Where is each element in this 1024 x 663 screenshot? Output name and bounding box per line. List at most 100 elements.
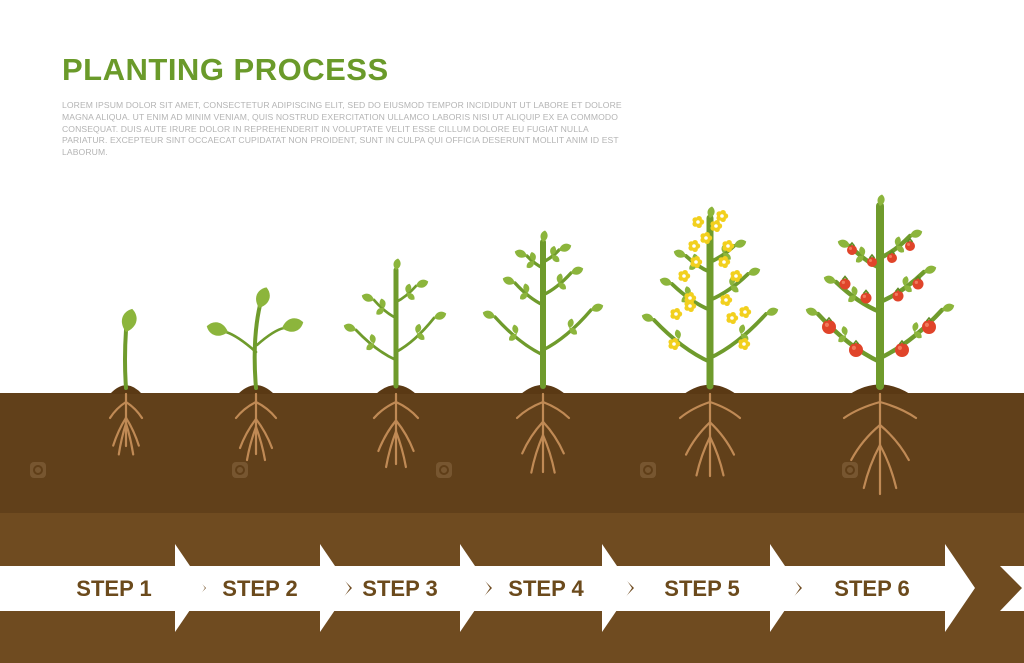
arrow-shape	[184, 544, 350, 632]
arrow-shape	[470, 544, 632, 632]
roots	[372, 392, 420, 469]
root	[684, 421, 712, 456]
flower	[692, 215, 705, 229]
watermark-logo-icon	[232, 462, 248, 478]
step-arrow-6: STEP 6	[780, 544, 975, 632]
leaf	[902, 276, 909, 286]
leaf	[482, 310, 495, 319]
flower	[718, 255, 731, 269]
soil-layer-top	[0, 393, 1024, 513]
plant-young-plant	[343, 258, 447, 469]
leaf	[924, 265, 937, 274]
step-arrow-4: STEP 4	[470, 544, 632, 632]
tomato	[895, 339, 909, 357]
leaf	[416, 333, 425, 340]
root	[124, 422, 135, 456]
root	[124, 400, 144, 420]
root	[245, 425, 258, 462]
tomato	[892, 287, 904, 302]
leaf	[942, 303, 955, 312]
flower	[738, 337, 751, 351]
root	[878, 400, 918, 420]
leaf	[659, 277, 672, 286]
leaf	[859, 246, 866, 256]
watermark-logo-icon	[436, 462, 452, 478]
tomato	[905, 237, 915, 251]
roots	[842, 392, 918, 496]
leaf	[526, 261, 535, 269]
tomato	[922, 316, 936, 334]
flower	[678, 269, 691, 283]
leaf	[556, 273, 563, 283]
flower	[668, 337, 681, 351]
step-label: STEP 2	[222, 576, 297, 601]
plant-seedling	[206, 287, 304, 462]
leaf	[674, 329, 681, 339]
stem	[394, 316, 436, 354]
root	[254, 400, 278, 420]
root	[541, 420, 565, 455]
root	[254, 425, 267, 462]
root	[377, 419, 398, 453]
leaf	[851, 286, 858, 296]
arrow-tail-continuation	[1000, 566, 1024, 611]
root	[541, 400, 571, 420]
leaf	[379, 298, 386, 309]
leaf	[805, 307, 818, 316]
flower	[684, 299, 697, 313]
leaf	[558, 282, 566, 290]
step-arrow-5: STEP 5	[612, 544, 800, 632]
leaf	[841, 326, 848, 336]
leaf	[366, 343, 375, 351]
soil-mound	[376, 385, 416, 394]
stem	[513, 281, 545, 307]
stem	[541, 271, 573, 297]
root	[238, 417, 258, 450]
tomato	[849, 339, 863, 357]
tomato	[847, 241, 857, 255]
tomato	[912, 275, 924, 290]
root	[515, 400, 545, 420]
stem	[652, 318, 712, 364]
leaf	[571, 266, 584, 275]
leaf	[550, 245, 557, 256]
stem	[525, 254, 545, 270]
tomato	[887, 249, 897, 263]
stem	[493, 315, 545, 357]
leaf	[748, 267, 761, 276]
watermark-logo-icon	[640, 462, 656, 478]
leaf	[282, 318, 304, 332]
root	[708, 435, 725, 477]
leaf	[369, 334, 376, 344]
stem	[541, 308, 593, 352]
leaf	[529, 251, 536, 262]
flower	[688, 239, 701, 253]
root	[678, 400, 712, 420]
arrow-shape	[612, 544, 800, 632]
root	[530, 434, 545, 474]
tomato	[839, 275, 851, 290]
flower	[739, 305, 752, 319]
plant-leafy-plant	[482, 230, 604, 474]
stem	[255, 326, 286, 347]
leaf	[730, 285, 739, 293]
plant-flowering-plant	[641, 206, 779, 478]
tomato	[822, 316, 836, 334]
flower	[716, 209, 729, 223]
roots	[678, 392, 742, 478]
leaf	[734, 239, 747, 248]
leaf	[206, 322, 228, 336]
tomato	[860, 289, 872, 304]
leaf	[848, 295, 856, 303]
root	[878, 443, 898, 490]
leaf	[551, 255, 560, 263]
roots	[515, 392, 571, 474]
leaf	[502, 276, 515, 285]
leaf	[837, 239, 850, 248]
leaf	[405, 283, 412, 294]
root	[394, 419, 415, 453]
leaf	[509, 333, 517, 341]
leaf	[838, 335, 846, 343]
